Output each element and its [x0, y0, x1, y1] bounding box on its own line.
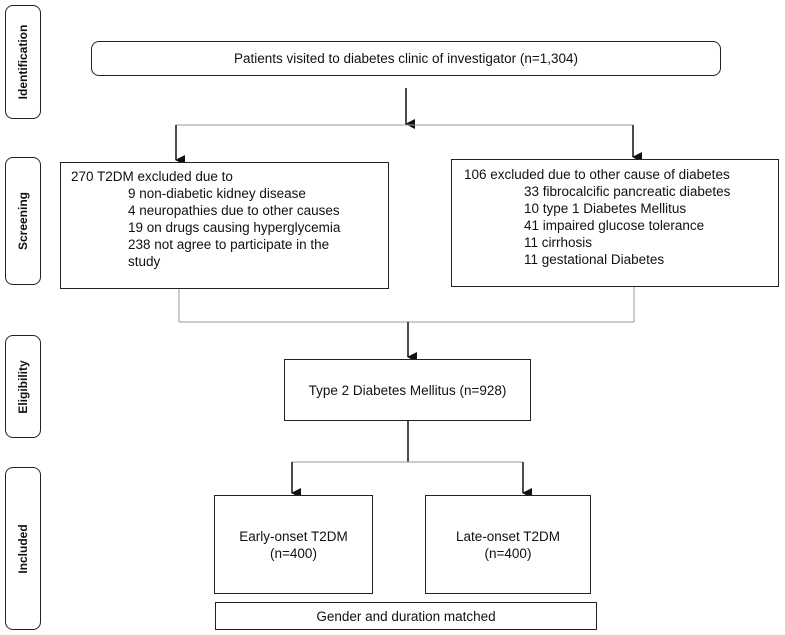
- left-exclusion-box: 270 T2DM excluded due to 9 non-diabetic …: [60, 162, 389, 289]
- late-onset-label: Late-onset T2DM: [455, 528, 561, 544]
- list-item: 11 gestational Diabetes: [524, 252, 665, 267]
- right-exclusion-box: 106 excluded due to other cause of diabe…: [451, 159, 779, 287]
- list-item: 11 cirrhosis: [524, 235, 593, 250]
- identification-box: Patients visited to diabetes clinic of i…: [91, 41, 721, 76]
- list-item: 9 non-diabetic kidney disease: [128, 186, 306, 201]
- list-item: 10 type 1 Diabetes Mellitus: [524, 201, 687, 216]
- right-exclusion-heading: 106 excluded due to other cause of diabe…: [464, 167, 730, 182]
- early-onset-box: Early-onset T2DM (n=400): [214, 495, 373, 594]
- eligibility-box: Type 2 Diabetes Mellitus (n=928): [284, 359, 531, 421]
- right-exclusion-list: 33 fibrocalcific pancreatic diabetes 10 …: [464, 183, 778, 268]
- matched-box: Gender and duration matched: [215, 602, 597, 630]
- early-onset-label: Early-onset T2DM: [239, 528, 348, 544]
- stage-label-included: Included: [5, 467, 41, 630]
- early-onset-count: (n=400): [270, 545, 317, 561]
- stage-label-identification: Identification: [5, 5, 41, 119]
- stage-label-eligibility: Eligibility: [5, 335, 41, 438]
- list-item: 19 on drugs causing hyperglycemia: [128, 220, 341, 235]
- late-onset-count: (n=400): [484, 545, 532, 561]
- late-onset-box: Late-onset T2DM (n=400): [425, 495, 591, 594]
- list-item: 33 fibrocalcific pancreatic diabetes: [524, 184, 731, 199]
- list-item: study: [128, 254, 161, 269]
- list-item: 4 neuropathies due to other causes: [128, 203, 340, 218]
- left-exclusion-list: 9 non-diabetic kidney disease 4 neuropat…: [71, 185, 388, 270]
- left-exclusion-heading: 270 T2DM excluded due to: [71, 169, 233, 184]
- stage-label-screening: Screening: [5, 157, 41, 285]
- list-item: 41 impaired glucose tolerance: [524, 218, 705, 233]
- list-item: 238 not agree to participate in the: [128, 237, 330, 252]
